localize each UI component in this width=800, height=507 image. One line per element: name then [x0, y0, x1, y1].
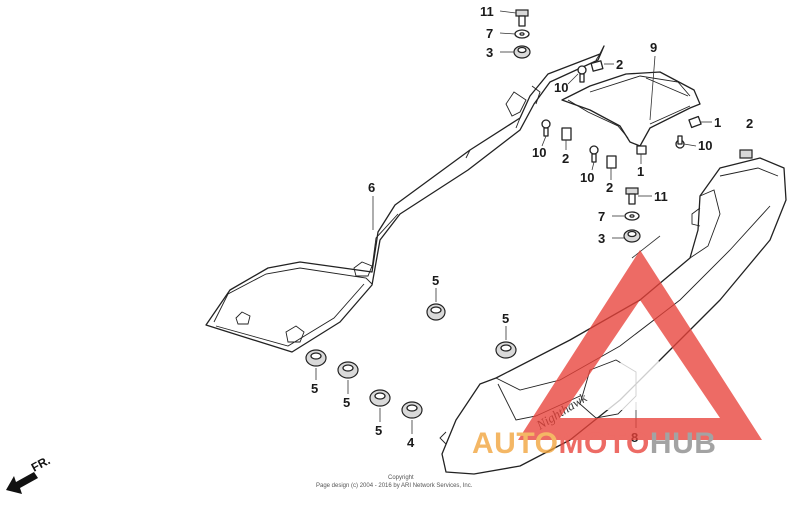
svg-text:AUTOMOTOHUB: AUTOMOTOHUB [472, 427, 716, 460]
nut-1-b [636, 145, 647, 155]
clip-2-a [590, 60, 604, 72]
callout-7-top: 7 [486, 26, 493, 41]
callout-2-d: 2 [606, 180, 613, 195]
front-label: FR. [29, 453, 53, 474]
watermark-triangle-icon [518, 250, 762, 440]
callout-2-b: 2 [746, 116, 753, 131]
copyright-notice: Copyright Page design (c) 2004 - 2016 by… [316, 475, 473, 489]
washer-7-lower [624, 211, 640, 221]
callout-10-d: 10 [698, 138, 712, 153]
callout-1-b: 1 [637, 164, 644, 179]
front-direction-indicator: FR. [6, 453, 52, 494]
watermark-hub: HUB [650, 427, 717, 460]
grommet-5-c [305, 349, 327, 367]
watermark-moto: MOTO [558, 427, 649, 460]
watermark-auto: AUTO [472, 427, 558, 460]
callout-labels: 11 7 3 2 9 10 1 2 10 2 10 2 1 10 6 11 7 … [311, 4, 753, 450]
callout-5-d: 5 [343, 395, 350, 410]
screw-10-c [589, 145, 599, 163]
grommet-5-d [337, 361, 359, 379]
callout-3-lower: 3 [598, 231, 605, 246]
callout-11-lower: 11 [654, 189, 668, 204]
automotohub-watermark: AUTOMOTOHUB [472, 250, 762, 460]
front-arrow-icon [6, 472, 38, 494]
callout-5-a: 5 [432, 273, 439, 288]
washer-7-top [514, 29, 530, 39]
callout-5-e: 5 [375, 423, 382, 438]
clip-2-c [606, 155, 617, 169]
callout-1-a: 1 [714, 115, 721, 130]
callout-7-lower: 7 [598, 209, 605, 224]
grommet-5-e [369, 389, 391, 407]
callout-10-b: 10 [532, 145, 546, 160]
clip-2-b [561, 127, 572, 141]
callout-11-top: 11 [480, 4, 494, 19]
callout-3-top: 3 [486, 45, 493, 60]
callout-5-b: 5 [502, 311, 509, 326]
bolt-11-lower [625, 187, 639, 205]
callout-2-a: 2 [616, 57, 623, 72]
grommet-5-b [495, 341, 517, 359]
part-6-side-cover [205, 45, 605, 353]
callout-10-c: 10 [580, 170, 594, 185]
nut-1-a [688, 115, 702, 129]
callout-2-c: 2 [562, 151, 569, 166]
grommet-4 [401, 401, 423, 419]
copyright-line1: Copyright [388, 475, 414, 481]
screw-10-b [541, 119, 551, 137]
callout-9: 9 [650, 40, 657, 55]
clip-2-d [739, 149, 753, 159]
callout-5-c: 5 [311, 381, 318, 396]
callout-6: 6 [368, 180, 375, 195]
copyright-line2: Page design (c) 2004 - 2016 by ARI Netwo… [316, 483, 473, 489]
rubber-3-lower [623, 229, 641, 243]
part-9-tail-cover [561, 71, 701, 147]
grommet-5-a [426, 303, 446, 321]
callout-4: 4 [407, 435, 415, 450]
leader-lines [315, 10, 712, 434]
screw-10-d [675, 135, 685, 149]
bolt-11-top [515, 9, 529, 27]
screw-10-a [577, 65, 587, 83]
rubber-3-top [513, 45, 531, 59]
callout-10-a: 10 [554, 80, 568, 95]
